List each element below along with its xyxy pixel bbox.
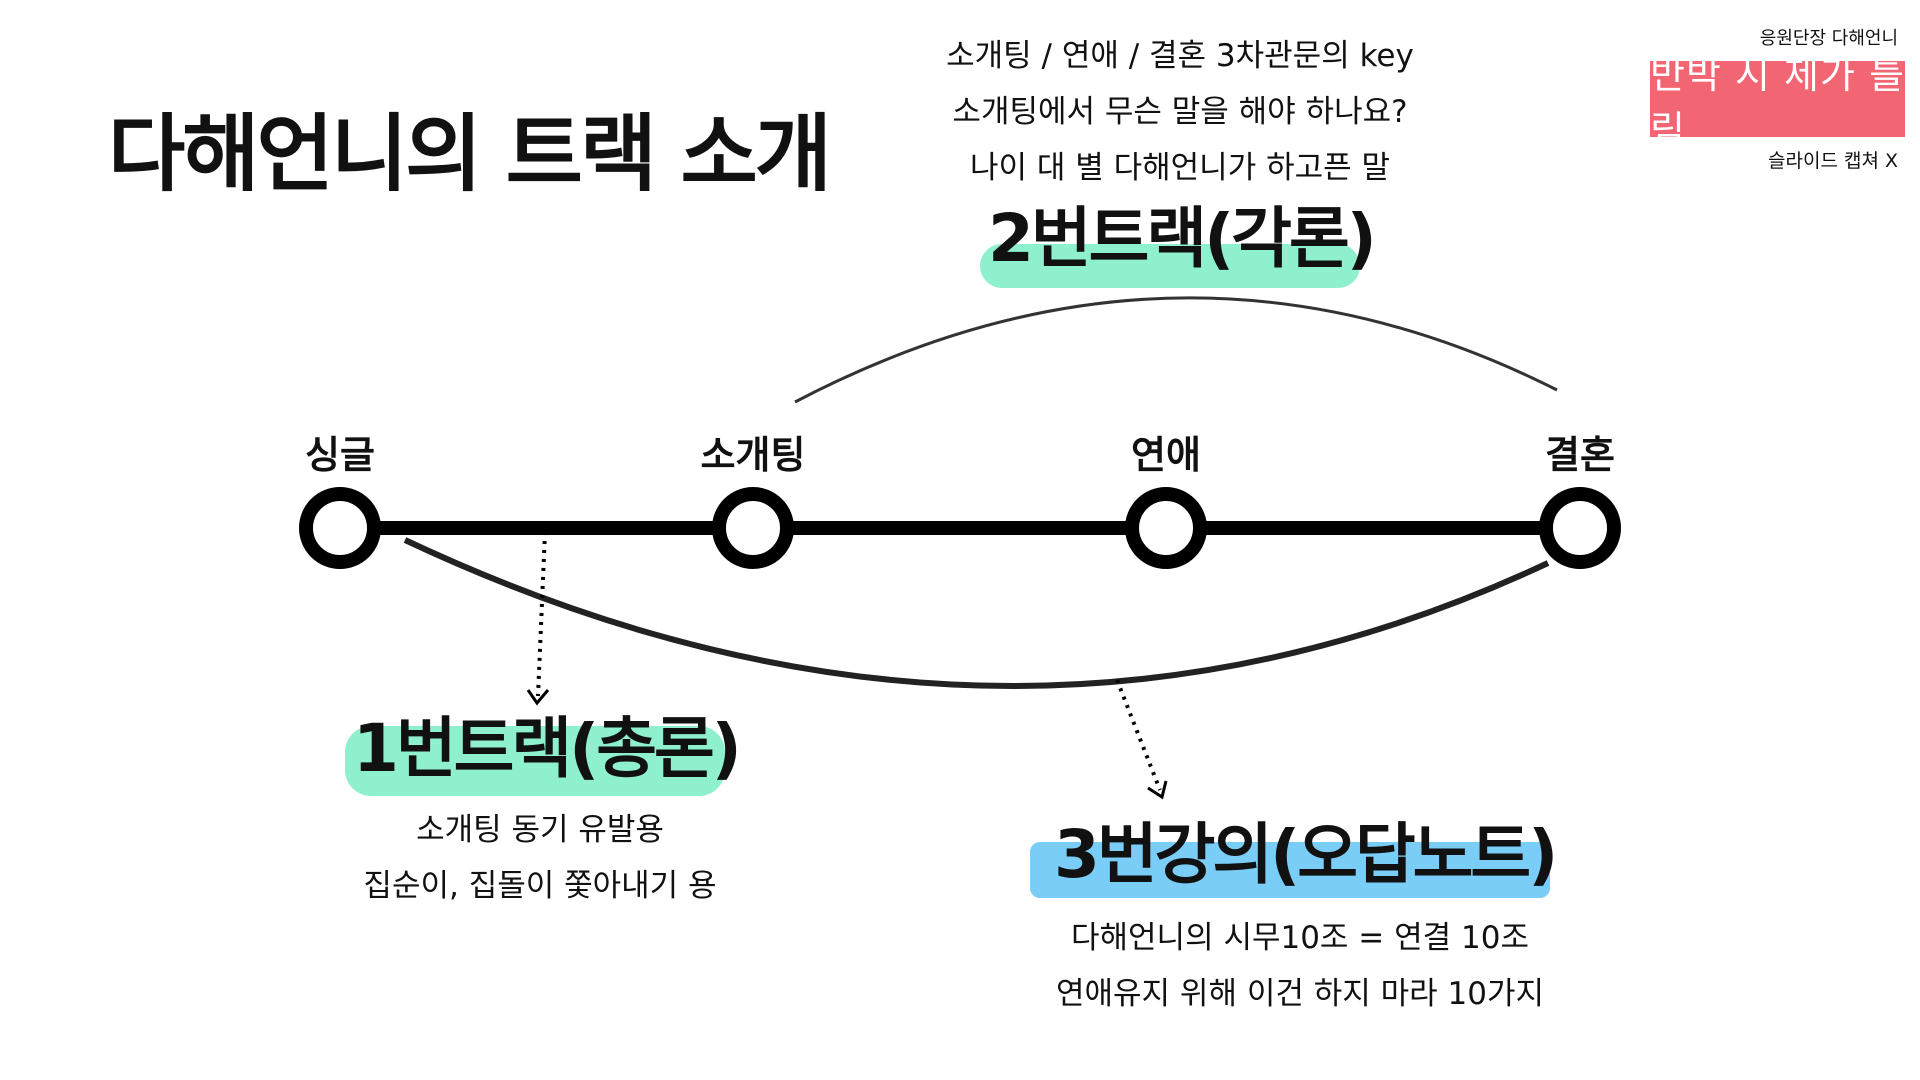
node-blinddate: [712, 487, 794, 569]
track2-notes: 소개팅 / 연애 / 결혼 3차관문의 key 소개팅에서 무슨 말을 해야 하…: [900, 28, 1460, 196]
track3-title: 3번강의(오답노트): [1054, 816, 1558, 893]
track1-pointer: [536, 531, 547, 697]
track2-note: 소개팅에서 무슨 말을 해야 하나요?: [952, 94, 1408, 130]
track1-arrowhead: [526, 689, 550, 706]
track1-note: 집순이, 집돌이 쫓아내기 용: [363, 868, 717, 904]
stage-label-marriage: 결혼: [1545, 433, 1615, 477]
track3-heading: 3번강의(오답노트): [1030, 818, 1558, 904]
track2-note: 소개팅 / 연애 / 결혼 3차관문의 key: [946, 38, 1414, 74]
stage-label-single: 싱글: [305, 433, 375, 477]
stage-label-blinddate: 소개팅: [700, 433, 806, 477]
track3-pointer: [1115, 679, 1162, 791]
node-single: [299, 487, 381, 569]
track2-note: 나이 대 별 다해언니가 하고픈 말: [969, 150, 1391, 186]
presenter-caption: 응원단장 다해언니: [1759, 28, 1898, 49]
track1-notes: 소개팅 동기 유발용 집순이, 집돌이 쫓아내기 용: [330, 802, 750, 914]
node-dating: [1125, 487, 1207, 569]
track1-highlight: [345, 726, 725, 796]
track1-arc: [403, 537, 1550, 689]
track2-title: 2번트랙(각론): [988, 200, 1377, 277]
track2-arc: [794, 296, 1558, 404]
no-capture-notice: 슬라이드 캡쳐 X: [1768, 150, 1898, 172]
stage-label-dating: 연애: [1131, 433, 1201, 477]
track3-highlight: [1030, 842, 1550, 898]
track1-title: 1번트랙(총론): [353, 710, 742, 787]
track3-arrowhead: [1147, 780, 1168, 800]
track1-heading: 1번트랙(총론): [345, 710, 742, 796]
track3-note: 연애유지 위해 이건 하지 마라 10가지: [1056, 976, 1544, 1012]
track2-heading: 2번트랙(각론): [980, 200, 1377, 288]
track3-note: 다해언니의 시무10조 = 연결 10조: [1070, 920, 1529, 956]
node-marriage: [1539, 487, 1621, 569]
track2-highlight: [980, 244, 1360, 288]
page-title: 다해언니의 트랙 소개: [108, 105, 832, 203]
track1-note: 소개팅 동기 유발용: [416, 812, 664, 848]
track3-notes: 다해언니의 시무10조 = 연결 10조 연애유지 위해 이건 하지 마라 10…: [1010, 910, 1590, 1022]
